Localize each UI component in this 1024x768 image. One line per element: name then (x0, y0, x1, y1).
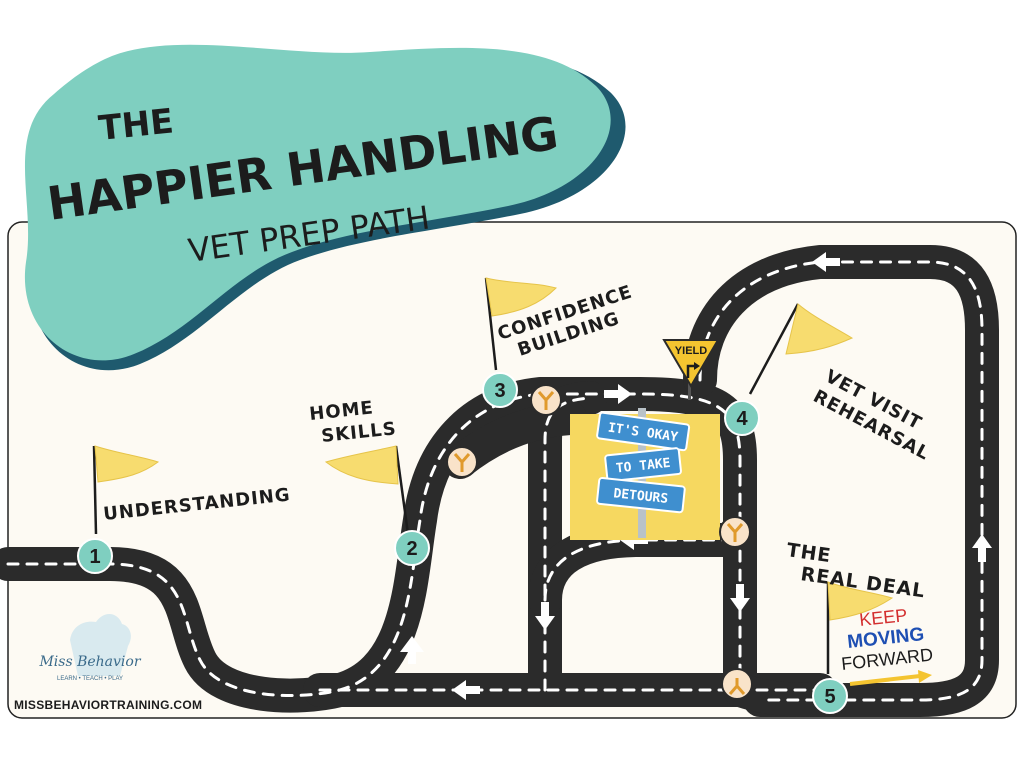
svg-text:3: 3 (494, 380, 505, 402)
flag-5 (826, 581, 894, 674)
milestone-3-marker: 3 (482, 372, 518, 408)
milestone-5-marker: 5 (812, 678, 848, 714)
arrow-down-icon (730, 584, 750, 612)
arrow-up-icon (400, 636, 424, 664)
detour-signpost: IT'S OKAY TO TAKE DETOURS (596, 408, 691, 538)
junction-fork-icon (446, 446, 478, 478)
miss-behavior-logo: Miss Behavior LEARN • TEACH • PLAY (38, 613, 142, 682)
milestone-2-marker: 2 (394, 530, 430, 566)
arrow-right-icon (604, 384, 632, 404)
dog-silhouette-icon (70, 613, 131, 676)
junction-fork-icon (721, 668, 753, 700)
arrow-up-icon (972, 534, 992, 562)
forward-arrow-icon (918, 670, 932, 683)
svg-text:5: 5 (824, 686, 835, 708)
yield-arrow-icon (686, 364, 696, 378)
junction-fork-icon (530, 384, 562, 416)
svg-text:2: 2 (406, 538, 417, 560)
background-panel (7, 221, 1017, 719)
milestone-4-marker: 4 (724, 400, 760, 436)
signpost-line-2: TO TAKE (615, 456, 671, 477)
signpost-line-3: DETOURS (613, 486, 669, 507)
junction-icons (446, 384, 753, 700)
flag-1 (92, 445, 160, 535)
svg-text:1: 1 (89, 546, 100, 568)
milestone-markers: 1 2 3 4 5 (77, 372, 848, 714)
svg-text:4: 4 (736, 408, 748, 430)
website-url: MISSBEHAVIORTRAINING.COM (14, 698, 203, 712)
title-line-1: THE (97, 101, 176, 149)
flag-4 (748, 303, 854, 395)
yield-label: YIELD (675, 345, 707, 357)
arrow-left-icon (812, 252, 840, 272)
milestone-1-marker: 1 (77, 538, 113, 574)
arrow-left-icon (452, 680, 480, 700)
logo-tagline: LEARN • TEACH • PLAY (57, 676, 123, 682)
keep-word: KEEP (858, 605, 908, 630)
arrow-down-icon (535, 602, 555, 630)
title-blob (24, 44, 611, 361)
flags (92, 277, 894, 674)
flag-3 (484, 277, 557, 371)
flag-2 (324, 445, 410, 535)
junction-fork-icon (719, 516, 751, 548)
logo-name: Miss Behavior (38, 654, 141, 670)
yield-sign: YIELD (662, 339, 720, 400)
